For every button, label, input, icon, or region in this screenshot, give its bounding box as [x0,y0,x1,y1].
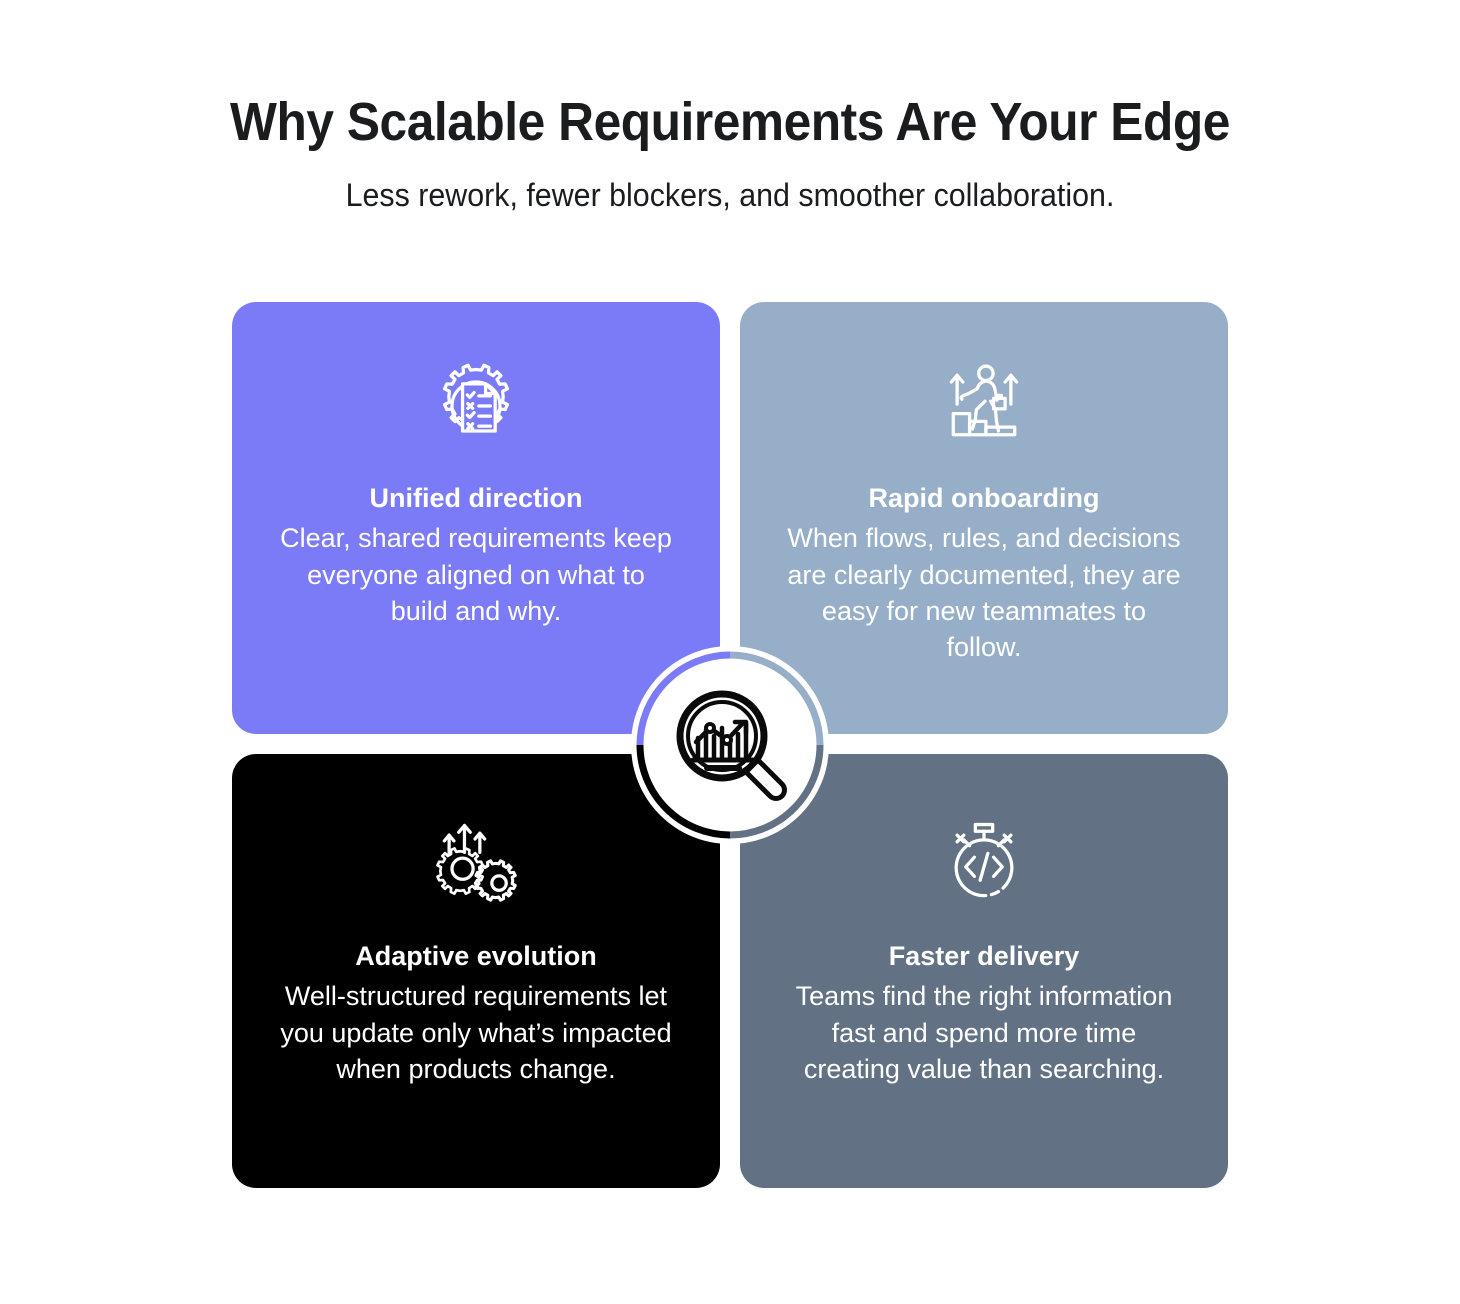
card-title: Rapid onboarding [868,483,1100,513]
card-description: Teams find the right information fast an… [795,981,1173,1084]
card-unified-direction[interactable]: Unified direction Clear, shared requirem… [232,302,720,734]
gears-arrows-icon [428,814,524,910]
page-subtitle: Less rework, fewer blockers, and smoothe… [345,177,1115,214]
card-rapid-onboarding[interactable]: Rapid onboarding When flows, rules, and … [740,302,1228,734]
card-faster-delivery[interactable]: Faster delivery Teams find the right inf… [740,754,1228,1188]
card-description: Clear, shared requirements keep everyone… [280,523,672,626]
card-description: Well-structured requirements let you upd… [280,981,672,1084]
card-title: Adaptive evolution [355,941,597,971]
card-adaptive-evolution[interactable]: Adaptive evolution Well-structured requi… [232,754,720,1188]
card-title: Unified direction [369,483,583,513]
person-climbing-stairs-icon [936,358,1032,454]
gear-checklist-icon [428,358,524,454]
card-title: Faster delivery [888,941,1080,971]
header: Why Scalable Requirements Are Your Edge … [0,92,1460,215]
stopwatch-code-icon [936,814,1032,910]
card-description: When flows, rules, and decisions are cle… [787,523,1181,662]
benefits-grid: Unified direction Clear, shared requirem… [232,302,1228,1188]
page-title: Why Scalable Requirements Are Your Edge [230,92,1230,152]
